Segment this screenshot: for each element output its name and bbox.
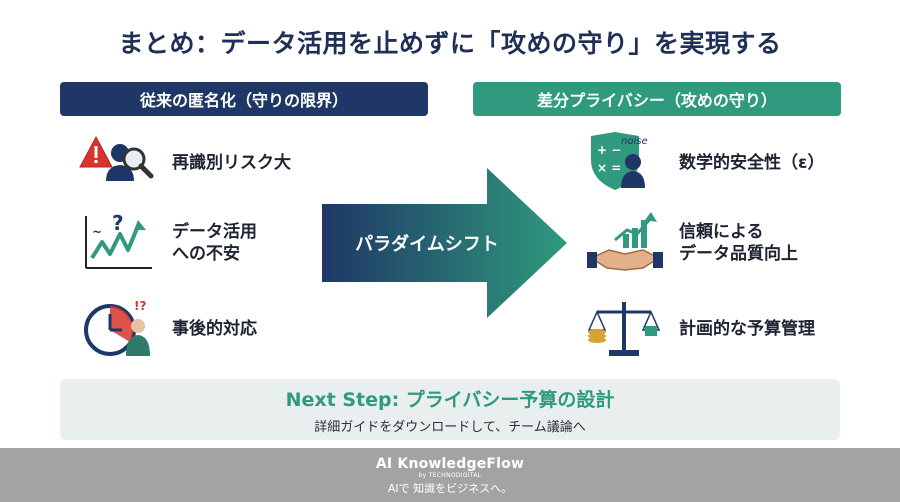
page-title: まとめ：データ活用を止めずに「攻めの守り」を実現する xyxy=(118,29,782,58)
left-item-reactive: !? 事後的対応 xyxy=(78,296,257,362)
shield-math-noise-icon: + − × = noise xyxy=(585,130,665,196)
right-item-label: 信頼による データ品質向上 xyxy=(679,221,798,264)
svg-text:~: ~ xyxy=(92,225,102,239)
paradigm-shift-arrow xyxy=(322,168,567,318)
next-step-subtitle: 詳細ガイドをダウンロードして、チーム議論へ xyxy=(314,420,586,435)
traditional-anonymization-header: 従来の匿名化（守りの限界） xyxy=(60,82,428,116)
clock-worried-person-icon: !? xyxy=(78,296,158,362)
footer-brand: AI KnowledgeFlow xyxy=(375,456,525,472)
footer-tagline: AIで 知識をビジネスへ。 xyxy=(387,482,513,495)
question-chart-icon: ? ~ xyxy=(78,210,158,276)
left-item-reidentification: 再識別リスク大 xyxy=(78,130,291,196)
footer-brand-by: by TECHNODIGITAL xyxy=(418,472,482,479)
next-step-title: Next Step: プライバシー予算の設計 xyxy=(285,389,615,411)
differential-privacy-header: 差分プライバシー（攻めの守り） xyxy=(473,82,841,116)
arrow-label: パラダイムシフト xyxy=(355,234,499,255)
warning-person-search-icon xyxy=(78,130,158,196)
svg-text:× =: × = xyxy=(597,161,621,175)
footer-bar: AI KnowledgeFlow by TECHNODIGITAL AIで 知識… xyxy=(0,448,900,502)
handshake-growth-icon xyxy=(585,210,665,276)
right-item-budget: 計画的な予算管理 xyxy=(585,296,815,362)
next-step-panel: Next Step: プライバシー予算の設計 詳細ガイドをダウンロードして、チー… xyxy=(60,379,840,440)
right-item-math-safety: + − × = noise 数学的安全性（ε） xyxy=(585,130,824,196)
scale-coins-icon xyxy=(585,296,665,362)
left-item-label: データ活用 への不安 xyxy=(172,221,257,264)
svg-text:+ −: + − xyxy=(597,143,621,157)
right-item-label: 数学的安全性（ε） xyxy=(679,152,825,173)
left-item-data-anxiety: ? ~ データ活用 への不安 xyxy=(78,210,257,276)
left-item-label: 再識別リスク大 xyxy=(172,152,291,173)
svg-text:noise: noise xyxy=(621,136,648,147)
right-item-label: 計画的な予算管理 xyxy=(679,318,815,339)
svg-text:?: ? xyxy=(112,211,124,235)
svg-text:!?: !? xyxy=(134,299,146,313)
right-item-trust-quality: 信頼による データ品質向上 xyxy=(585,210,798,276)
left-item-label: 事後的対応 xyxy=(172,318,257,339)
